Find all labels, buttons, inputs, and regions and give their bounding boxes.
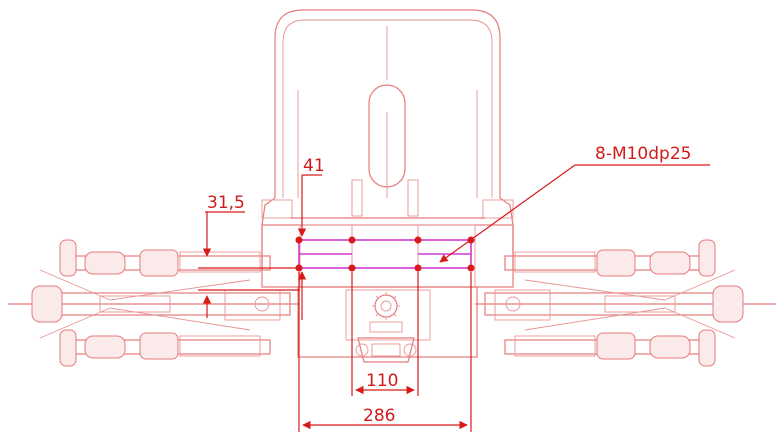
left-arm — [8, 239, 300, 367]
edge-offset-dimension: 41 — [297, 156, 325, 320]
inner-spacing-label: 110 — [366, 371, 398, 391]
edge-offset-label: 41 — [303, 156, 325, 176]
hole-callout-dimension: 8-M10dp25 — [439, 144, 710, 263]
mounting-hole — [414, 236, 422, 244]
outer-spacing-dimension: 286 — [298, 272, 472, 432]
hole-callout-label: 8-M10dp25 — [595, 144, 691, 164]
motor-housing — [274, 9, 501, 198]
mounting-hole — [295, 236, 303, 244]
mounting-hole — [348, 264, 356, 272]
inner-spacing-dimension: 110 — [351, 272, 419, 396]
vertical-offset-label: 31,5 — [207, 193, 245, 213]
mounting-pattern — [295, 236, 475, 272]
slot-window — [368, 84, 406, 188]
vertical-offset-dimension: 31,5 — [198, 193, 300, 318]
mounting-hole — [414, 264, 422, 272]
mounting-hole — [348, 236, 356, 244]
outer-spacing-label: 286 — [363, 406, 395, 426]
gear-icon — [374, 294, 398, 318]
mounting-hole — [467, 264, 475, 272]
right-arm — [475, 239, 776, 367]
